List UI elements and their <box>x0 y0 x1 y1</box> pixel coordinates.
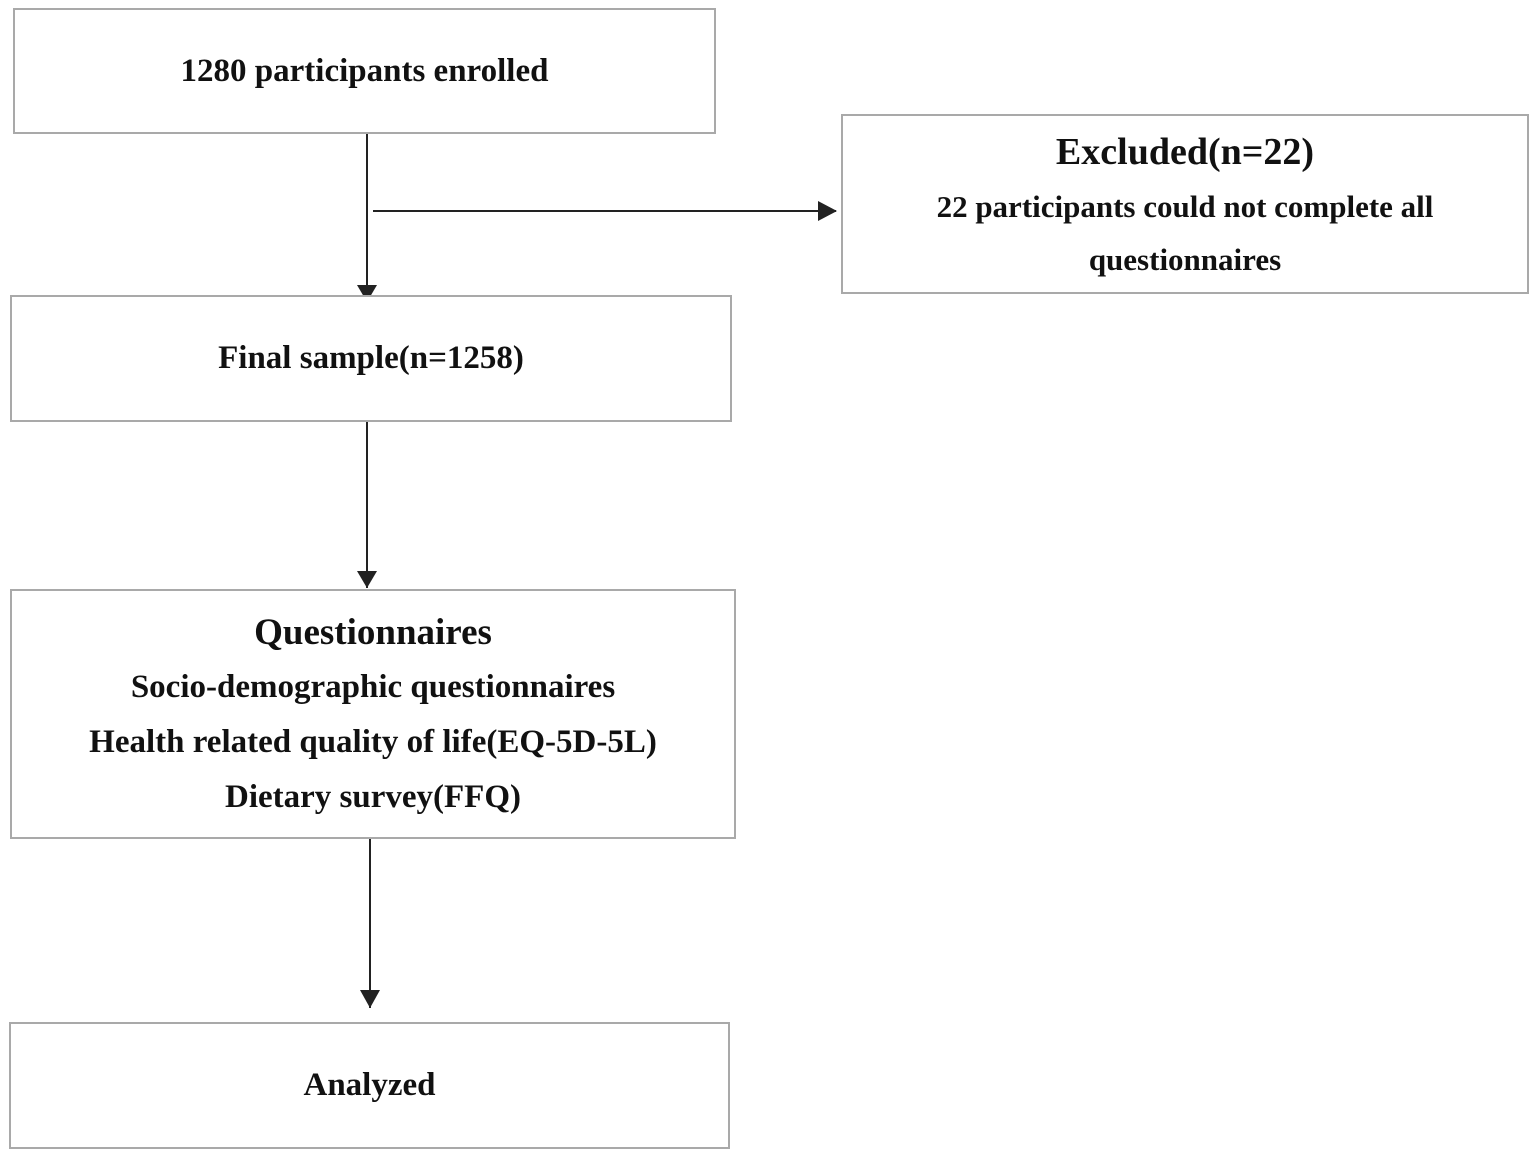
enrolled-box: 1280 participants enrolled <box>13 8 716 134</box>
excluded-title: Excluded(n=22) <box>1055 131 1315 173</box>
enrolled-label: 1280 participants enrolled <box>180 52 549 89</box>
excluded-detail-line2: questionnaires <box>1088 242 1282 277</box>
questionnaire-item-eq5d5l: Health related quality of life(EQ-5D-5L) <box>89 724 657 760</box>
questionnaire-item-ffq: Dietary survey(FFQ) <box>225 779 521 815</box>
excluded-box: Excluded(n=22) 22 participants could not… <box>841 114 1529 294</box>
final-sample-box: Final sample(n=1258) <box>10 295 732 422</box>
analyzed-box: Analyzed <box>9 1022 730 1149</box>
arrowhead-final-to-questionnaires <box>357 571 377 588</box>
arrowhead-enrolled-to-final <box>357 285 377 302</box>
arrowhead-questionnaires-to-analyzed <box>360 990 380 1008</box>
excluded-detail-line1: 22 participants could not complete all <box>936 189 1434 224</box>
final-sample-label: Final sample(n=1258) <box>218 340 524 376</box>
arrowhead-to-excluded <box>818 201 837 221</box>
questionnaire-item-socio-demographic: Socio-demographic questionnaires <box>130 669 616 705</box>
questionnaires-box: Questionnaires Socio-demographic questio… <box>10 589 736 839</box>
analyzed-label: Analyzed <box>303 1067 436 1103</box>
questionnaires-title: Questionnaires <box>254 612 492 653</box>
